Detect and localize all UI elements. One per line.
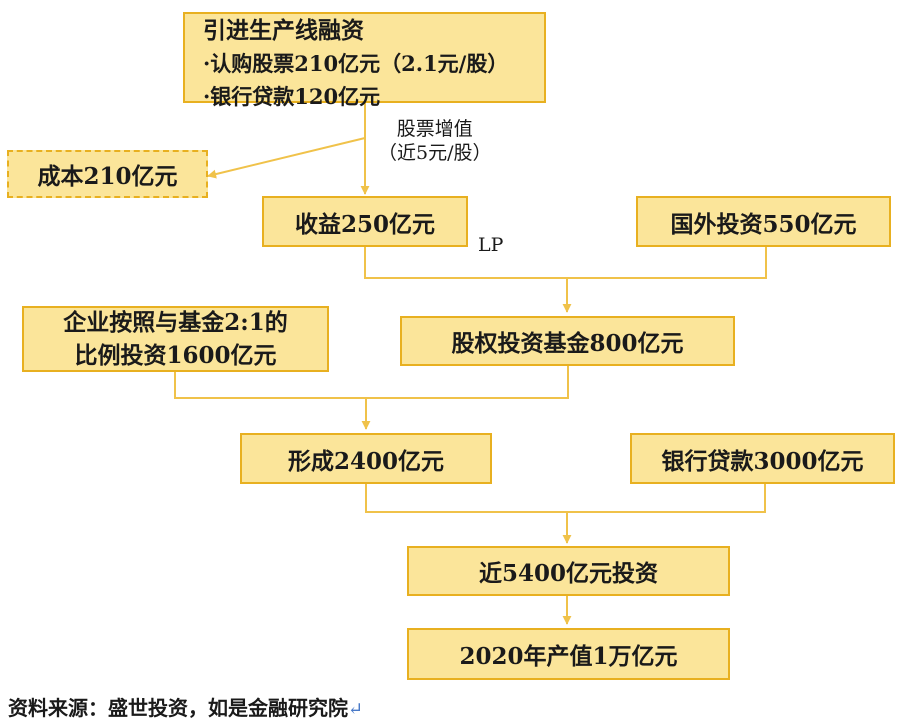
node-total-investment: 近5400亿元投资 bbox=[407, 546, 730, 596]
node-cost-label: 成本210亿元 bbox=[37, 163, 178, 190]
enterprise-line-1: 企业按照与基金2:1的 bbox=[63, 309, 288, 336]
intro-line-3: ·银行贷款120亿元 bbox=[203, 84, 381, 109]
merge-form-bank bbox=[365, 484, 766, 513]
enterprise-line-2: 比例投资1600亿元 bbox=[74, 342, 277, 369]
node-equity-fund-label: 股权投资基金800亿元 bbox=[451, 330, 684, 357]
merge-gain-foreign bbox=[364, 247, 767, 279]
node-output-value: 2020年产值1万亿元 bbox=[407, 628, 730, 680]
node-output-label: 2020年产值1万亿元 bbox=[459, 643, 678, 670]
node-gain: 收益250亿元 bbox=[262, 196, 468, 247]
node-foreign-investment: 国外投资550亿元 bbox=[636, 196, 891, 247]
node-gain-label: 收益250亿元 bbox=[294, 210, 435, 238]
source-text: 资料来源：盛世投资，如是金融研究院 bbox=[8, 696, 348, 720]
label-appreciation-line-2: （近5元/股） bbox=[378, 142, 492, 164]
node-cost: 成本210亿元 bbox=[7, 150, 208, 198]
node-enterprise-investment: 企业按照与基金2:1的 比例投资1600亿元 bbox=[22, 306, 329, 372]
node-form-total: 形成2400亿元 bbox=[240, 433, 492, 484]
node-foreign-label: 国外投资550亿元 bbox=[670, 210, 857, 238]
node-bank-loan: 银行贷款3000亿元 bbox=[630, 433, 895, 484]
label-stock-appreciation: 股票增值 （近5元/股） bbox=[378, 117, 492, 165]
label-appreciation-line-1: 股票增值 bbox=[396, 118, 473, 140]
node-equity-fund: 股权投资基金800亿元 bbox=[400, 316, 735, 366]
return-mark: ↵ bbox=[348, 699, 364, 720]
intro-line-2: ·认购股票210亿元（2.1元/股） bbox=[203, 51, 509, 76]
intro-line-1: 引进生产线融资 bbox=[203, 17, 364, 44]
source-footer: 资料来源：盛世投资，如是金融研究院↵ bbox=[8, 692, 363, 721]
node-intro-financing: 引进生产线融资 ·认购股票210亿元（2.1元/股） ·银行贷款120亿元 bbox=[183, 12, 546, 109]
node-total-label: 近5400亿元投资 bbox=[478, 560, 658, 587]
merge-enterprise-fund bbox=[174, 366, 569, 399]
label-lp: LP bbox=[478, 234, 504, 256]
node-bank-label: 银行贷款3000亿元 bbox=[661, 447, 864, 475]
arrow-to-cost bbox=[207, 137, 366, 179]
node-form-label: 形成2400亿元 bbox=[287, 447, 444, 475]
